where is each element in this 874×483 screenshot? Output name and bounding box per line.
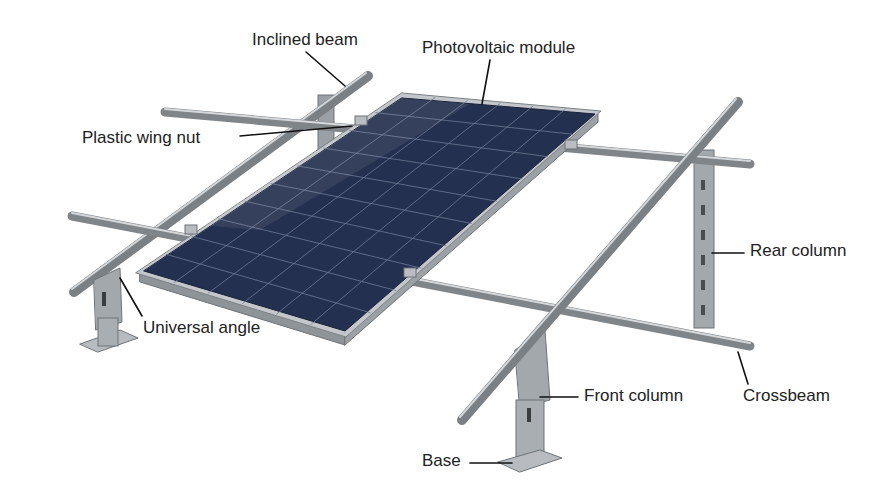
- part-label: Photovoltaic module: [422, 38, 575, 58]
- part-label: Front column: [584, 386, 683, 406]
- part-label: Plastic wing nut: [82, 128, 200, 148]
- part-label: Base: [422, 451, 461, 471]
- part-label: Rear column: [750, 241, 846, 261]
- part-label: Crossbeam: [743, 386, 830, 406]
- part-label: Universal angle: [143, 318, 260, 338]
- part-label: Inclined beam: [252, 30, 358, 50]
